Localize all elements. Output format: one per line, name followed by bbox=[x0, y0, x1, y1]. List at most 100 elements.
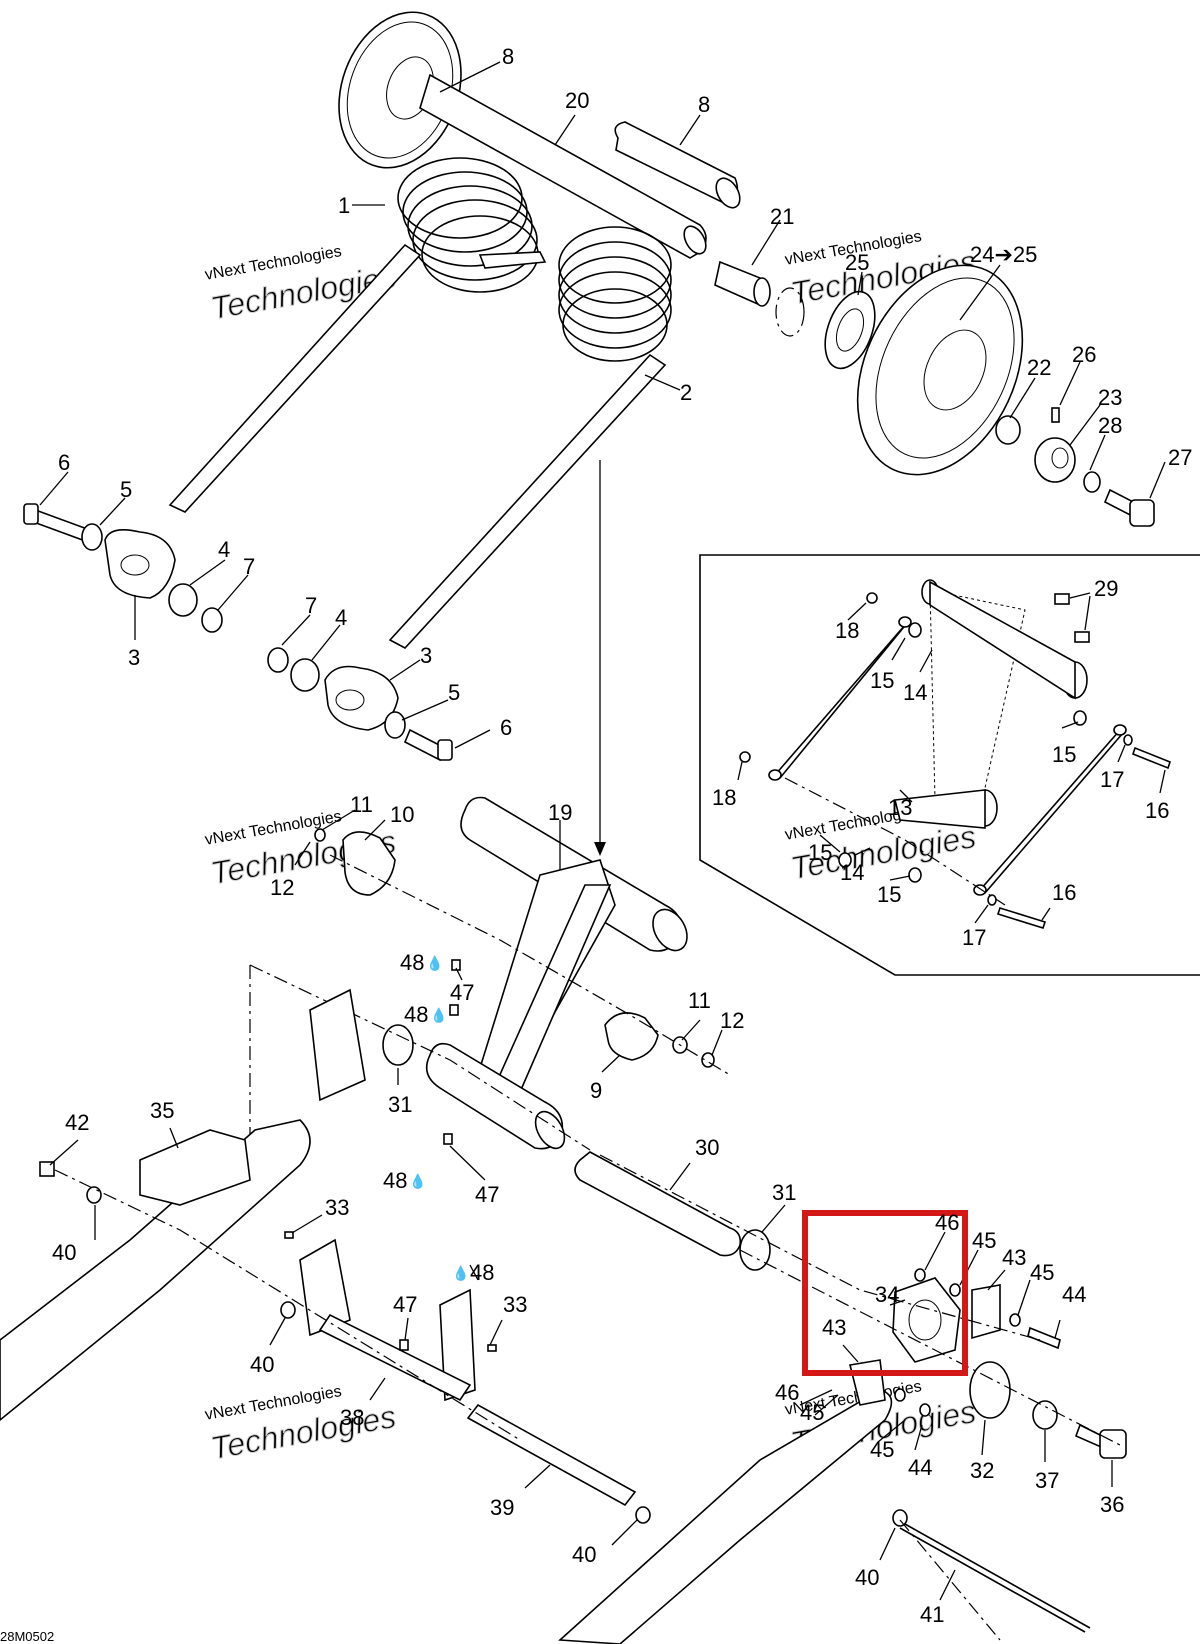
callout-18: 18 bbox=[712, 785, 736, 810]
callout-38: 38 bbox=[340, 1405, 364, 1430]
callout-3: 3 bbox=[128, 645, 140, 670]
callout-8: 8 bbox=[698, 92, 710, 117]
washer-40-a bbox=[86, 1186, 102, 1204]
cross-bracket-38 bbox=[299, 1238, 351, 1337]
callout-48-a: 48 💧 bbox=[400, 950, 443, 975]
callout-16: 16 bbox=[1052, 880, 1076, 905]
callout-22: 22 bbox=[1027, 355, 1051, 380]
svg-text:48: 48 bbox=[383, 1168, 407, 1193]
torsion-spring-1 bbox=[168, 157, 547, 513]
spacer-23-hole bbox=[1051, 447, 1069, 469]
svg-text:48: 48 bbox=[404, 1002, 428, 1027]
callout-4: 4 bbox=[335, 605, 347, 630]
callout-47: 47 bbox=[475, 1182, 499, 1207]
spacer-tube-8-end bbox=[715, 177, 741, 209]
idler-wheel-24 bbox=[856, 264, 1024, 476]
set-screw-26 bbox=[1051, 407, 1060, 423]
callout-44: 44 bbox=[908, 1455, 932, 1480]
axle-20-end bbox=[683, 225, 707, 255]
callout-47: 47 bbox=[393, 1292, 417, 1317]
callout-6: 6 bbox=[58, 450, 70, 475]
callout-26: 26 bbox=[1072, 342, 1096, 367]
callout-40: 40 bbox=[250, 1352, 274, 1377]
callout-48-c: 48 💧 bbox=[383, 1168, 426, 1193]
bolt-44-upper bbox=[1027, 1326, 1061, 1350]
bolt-29-a bbox=[1054, 593, 1070, 605]
callout-21: 21 bbox=[770, 204, 794, 229]
spacer-23 bbox=[1034, 437, 1076, 483]
grease-fitting-47-b bbox=[449, 1004, 459, 1016]
bushing-4-right bbox=[290, 658, 320, 692]
svg-text:48: 48 bbox=[400, 950, 424, 975]
bearing-25 bbox=[824, 290, 876, 370]
callout-8: 8 bbox=[502, 44, 514, 69]
washer-40-c bbox=[635, 1506, 651, 1524]
callout-15: 15 bbox=[877, 882, 901, 907]
grease-fitting-47-c bbox=[443, 1133, 453, 1145]
bushing-21-end bbox=[753, 277, 771, 307]
slide-rail-left bbox=[0, 1119, 311, 1422]
bushing-15-a bbox=[908, 622, 922, 638]
callout-11: 11 bbox=[350, 792, 373, 817]
bushing-15-c bbox=[838, 852, 852, 868]
slide-rail-right bbox=[558, 1389, 893, 1644]
svg-text:💧: 💧 bbox=[426, 955, 443, 972]
callout-46: 46 bbox=[775, 1380, 799, 1405]
washer-45-a bbox=[949, 1283, 961, 1297]
callout-36: 36 bbox=[1100, 1492, 1124, 1517]
callout-40: 40 bbox=[52, 1240, 76, 1265]
bushing-4-left bbox=[168, 583, 198, 617]
callout-46: 46 bbox=[935, 1210, 959, 1235]
svg-text:48: 48 bbox=[470, 1260, 494, 1285]
arm-assembly bbox=[249, 796, 731, 1151]
highlight-box bbox=[802, 1210, 968, 1376]
leader-lines bbox=[39, 61, 1166, 1601]
callout-15: 15 bbox=[1052, 742, 1076, 767]
link-left-2 bbox=[779, 621, 909, 779]
bolt-16-top bbox=[1132, 746, 1171, 770]
nut-18-bot bbox=[739, 751, 751, 763]
top-wheel-assembly bbox=[338, 11, 1155, 527]
callout-16: 16 bbox=[1145, 798, 1169, 823]
watermark-1: Technologies vNext Technologies bbox=[204, 243, 399, 327]
callout-48-b: 48 💧 bbox=[404, 1002, 447, 1027]
bolt-6-left-head bbox=[23, 503, 39, 525]
pin-33-b bbox=[487, 1344, 497, 1352]
stopper-9 bbox=[604, 1012, 659, 1061]
callout-43: 43 bbox=[1002, 1245, 1026, 1270]
washer-40-b bbox=[280, 1301, 296, 1319]
link-left bbox=[774, 624, 906, 776]
callout-24: 24➔25 bbox=[970, 242, 1037, 267]
clip-12-lower bbox=[701, 1052, 715, 1068]
link-right bbox=[979, 729, 1121, 891]
bracket-3-right bbox=[324, 665, 399, 731]
bushing-31-upper bbox=[382, 1024, 414, 1066]
bolt-27-head bbox=[1129, 499, 1155, 527]
washer-5-right bbox=[384, 711, 406, 739]
callout-45: 45 bbox=[870, 1437, 894, 1462]
bracket-plate-upper bbox=[309, 988, 366, 1102]
bushing-32 bbox=[969, 1361, 1011, 1419]
nut-46 bbox=[914, 1268, 926, 1282]
shaft-39 bbox=[466, 1403, 637, 1507]
inset-box bbox=[699, 554, 1200, 976]
callout-17: 17 bbox=[1100, 767, 1124, 792]
svg-text:💧: 💧 bbox=[409, 1173, 426, 1190]
stopper-10 bbox=[342, 831, 396, 896]
callout-labels: 8 20 8 1 21 25 24➔25 2 22 26 23 28 27 6 … bbox=[52, 44, 1192, 1627]
bottom-frame-assembly bbox=[0, 988, 1127, 1644]
bolt-41 bbox=[899, 1527, 1086, 1633]
callout-23: 23 bbox=[1098, 385, 1122, 410]
washer-17-a bbox=[1123, 734, 1133, 746]
washer-17-b bbox=[987, 894, 997, 906]
callout-31: 31 bbox=[388, 1092, 412, 1117]
washer-45-b bbox=[1009, 1313, 1021, 1327]
callout-27: 27 bbox=[1168, 445, 1192, 470]
assembly-arrow bbox=[594, 460, 606, 856]
block-43-upper bbox=[971, 1284, 1001, 1340]
callout-1: 1 bbox=[338, 193, 350, 218]
torsion-spring-2 bbox=[388, 226, 672, 649]
callout-30: 30 bbox=[695, 1135, 719, 1160]
callout-10: 10 bbox=[390, 802, 414, 827]
